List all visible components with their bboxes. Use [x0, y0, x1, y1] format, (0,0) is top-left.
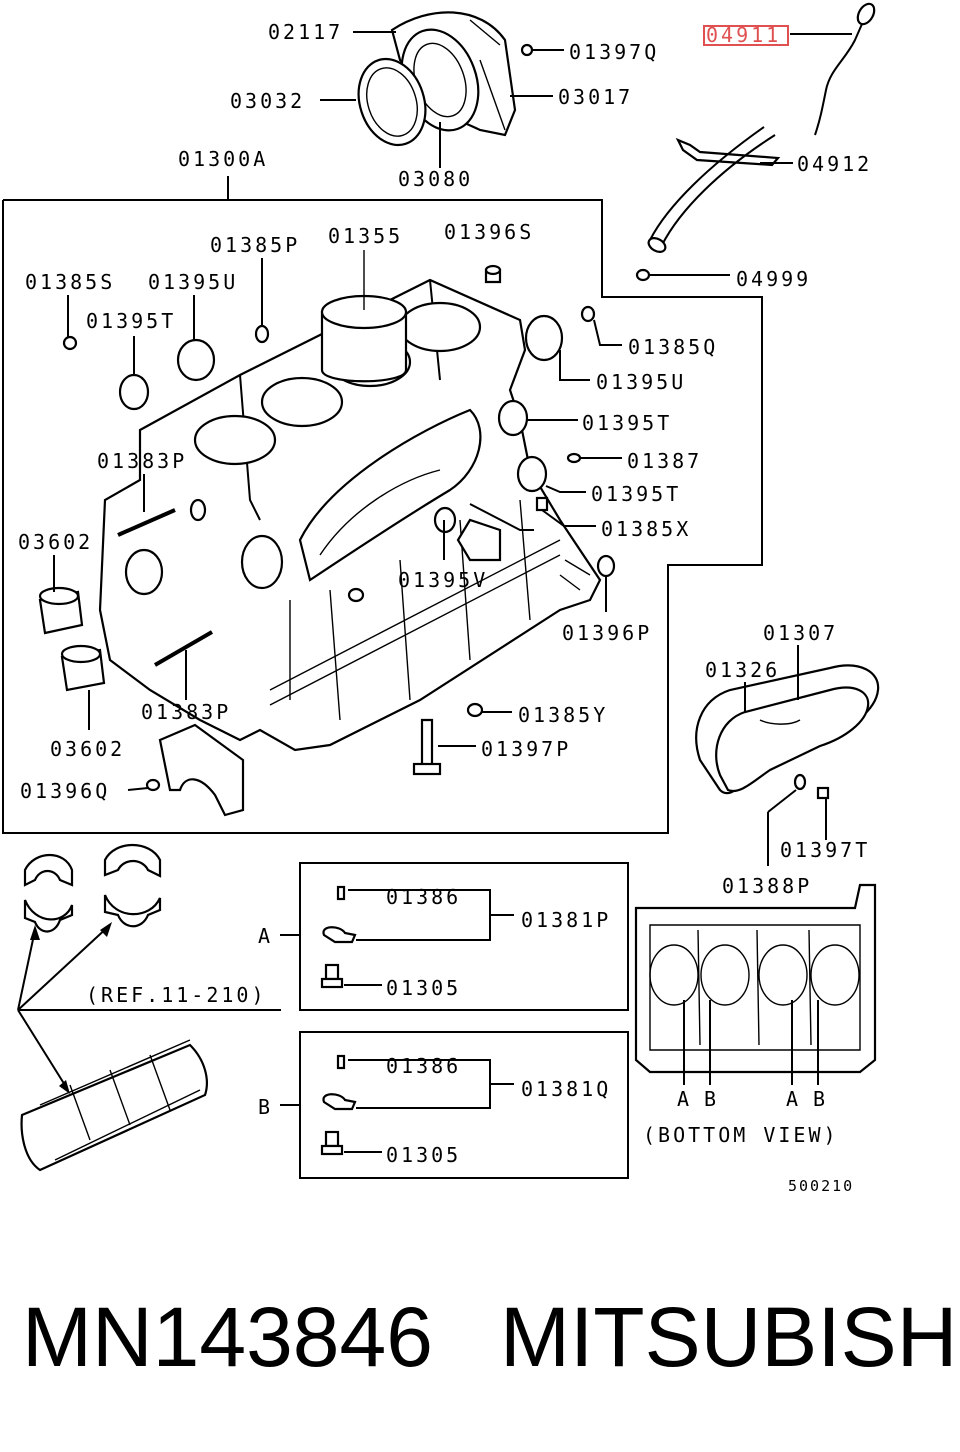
label-ref: (REF.11-210)	[86, 983, 267, 1007]
leader-lines	[53, 31, 852, 866]
label-03602-a: 03602	[18, 530, 93, 554]
label-01326: 01326	[705, 658, 780, 682]
label-01381p: 01381P	[521, 908, 611, 932]
label-01396s: 01396S	[444, 220, 534, 244]
label-01397p: 01397P	[481, 737, 571, 761]
label-01395t-a: 01395T	[86, 309, 176, 333]
label-01395u-a: 01395U	[148, 270, 238, 294]
oil-pan-drawing	[695, 664, 880, 800]
label-03602-b: 03602	[50, 737, 125, 761]
label-01385q: 01385Q	[628, 335, 718, 359]
label-bottom-b1: B	[704, 1087, 719, 1111]
label-01305-a: 01305	[386, 976, 461, 1000]
label-01387: 01387	[627, 449, 702, 473]
label-01397t: 01397T	[780, 838, 870, 862]
label-01396q: 01396Q	[20, 779, 110, 803]
label-01385y: 01385Y	[518, 703, 608, 727]
figure-number: 500210	[788, 1177, 854, 1195]
part-number: MN143846	[22, 1290, 433, 1384]
label-01388p: 01388P	[722, 874, 812, 898]
label-03032: 03032	[230, 89, 305, 113]
frame-a	[299, 862, 629, 1011]
oil-jet-parts-drawing	[280, 885, 514, 1156]
label-01397q: 01397Q	[569, 40, 659, 64]
rear-seal-housing-drawing	[357, 11, 534, 147]
label-01386-b: 01386	[386, 1054, 461, 1078]
label-01307: 01307	[763, 621, 838, 645]
label-04911: 04911	[706, 23, 781, 47]
label-bottom-view: (BOTTOM VIEW)	[643, 1123, 839, 1147]
bottom-view-drawing	[634, 883, 877, 1085]
cylinder-block-drawing	[38, 250, 616, 817]
label-01300a: 01300A	[178, 147, 268, 171]
label-bottom-a2: A	[786, 1087, 801, 1111]
label-01396p: 01396P	[562, 621, 652, 645]
label-01383p-b: 01383P	[141, 700, 231, 724]
label-01395v: 01395V	[398, 568, 488, 592]
label-04999: 04999	[736, 267, 811, 291]
label-02117: 02117	[268, 20, 343, 44]
label-01395t-b: 01395T	[582, 411, 672, 435]
label-01385p: 01385P	[210, 233, 300, 257]
bearings-drawing	[17, 844, 281, 1172]
highlight-box	[703, 25, 789, 46]
label-01305-b: 01305	[386, 1143, 461, 1167]
dipstick-drawing	[635, 2, 876, 282]
label-01355: 01355	[328, 224, 403, 248]
label-04912: 04912	[797, 152, 872, 176]
label-03080: 03080	[398, 167, 473, 191]
label-01381q: 01381Q	[521, 1077, 611, 1101]
label-03017: 03017	[558, 85, 633, 109]
label-01385s: 01385S	[25, 270, 115, 294]
label-bottom-a1: A	[677, 1087, 692, 1111]
label-bottom-b2: B	[813, 1087, 828, 1111]
main-block-frame	[2, 199, 763, 834]
label-01395t-c: 01395T	[591, 482, 681, 506]
label-01383p-a: 01383P	[97, 449, 187, 473]
label-01385x: 01385X	[601, 517, 691, 541]
label-01395u-b: 01395U	[596, 370, 686, 394]
label-group-b: B	[258, 1095, 273, 1119]
brand-name: MITSUBISHI	[500, 1290, 960, 1384]
label-group-a: A	[258, 924, 273, 948]
label-01386-a: 01386	[386, 885, 461, 909]
